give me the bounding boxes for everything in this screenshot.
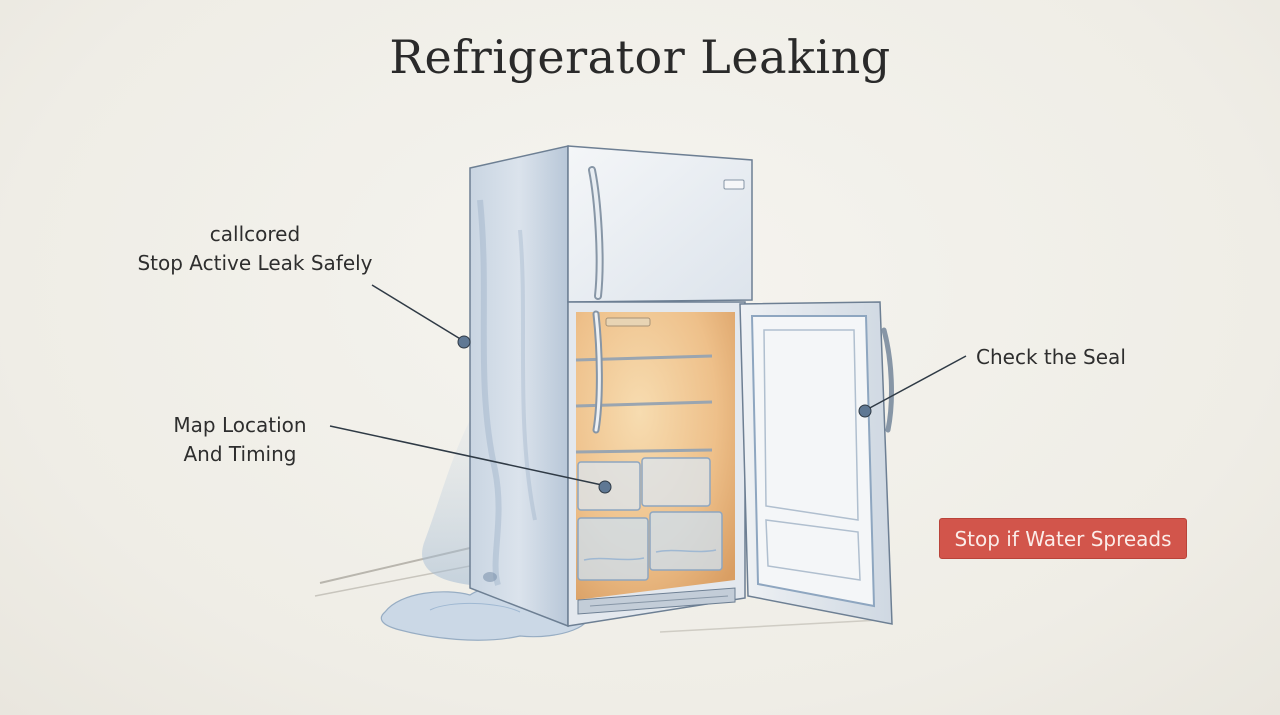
callout-check-seal: Check the Seal (976, 345, 1126, 369)
callout-map-location: Map Location And Timing (150, 411, 330, 469)
fridge-door (739, 301, 894, 625)
callout-leak-line2: Stop Active Leak Safely (137, 251, 373, 275)
callout-map-line1: Map Location (173, 413, 307, 437)
callout-map-line2: And Timing (183, 442, 297, 466)
page-title: Refrigerator Leaking (389, 30, 891, 84)
callout-leak-line1: callcored (209, 222, 301, 246)
callout-leaders (329, 284, 967, 494)
callout-stop-active-leak: callcored Stop Active Leak Safely (110, 220, 400, 278)
water-stain (422, 420, 470, 585)
stop-if-water-spreads-button[interactable]: Stop if Water Spreads (939, 518, 1187, 559)
fridge-body (469, 145, 753, 628)
